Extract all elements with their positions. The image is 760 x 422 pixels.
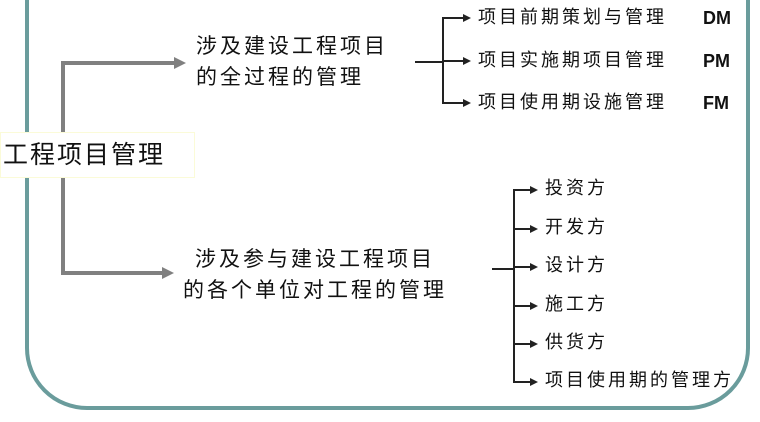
branch2-tick-2	[513, 228, 531, 230]
branch1-tick-2	[442, 60, 464, 62]
branch2-label-line2: 的各个单位对工程的管理	[183, 278, 447, 302]
arrow-icon	[530, 263, 538, 271]
leaf-developer: 开发方	[545, 217, 608, 238]
leaf-pm: 项目实施期项目管理 PM	[478, 50, 730, 72]
rounded-frame	[25, 0, 750, 410]
arrow-icon	[530, 186, 538, 194]
leaf-investor: 投资方	[545, 178, 608, 199]
leaf-supplier: 供货方	[545, 332, 608, 353]
branch2-tick-4	[513, 305, 531, 307]
branch2-tick-1	[513, 189, 531, 191]
arrow-icon	[463, 57, 471, 65]
leaf-designer: 设计方	[545, 255, 608, 276]
branch2-label-line1: 涉及参与建设工程项目	[195, 247, 435, 271]
leaf-fm: 项目使用期设施管理 FM	[478, 92, 729, 114]
branch1-label-line2: 的全过程的管理	[196, 65, 364, 89]
branch2-label: 涉及参与建设工程项目 的各个单位对工程的管理	[183, 244, 447, 306]
leaf-contractor: 施工方	[545, 294, 608, 315]
branch1-tick-3	[442, 102, 464, 104]
branch2-bracket-spine	[513, 189, 515, 382]
leaf-code: PM	[703, 51, 730, 71]
branch2-tick-5	[513, 343, 531, 345]
arrow-icon	[463, 99, 471, 107]
branch1-label-line1: 涉及建设工程项目	[196, 34, 388, 58]
branch1-tick-1	[442, 17, 464, 19]
arrow-icon	[530, 378, 538, 386]
branch2-tick-3	[513, 266, 531, 268]
branch2-connector	[61, 271, 163, 275]
arrow-icon	[530, 225, 538, 233]
arrow-icon	[530, 340, 538, 348]
branch1-arrow-icon	[174, 57, 186, 69]
leaf-code: DM	[703, 8, 731, 28]
branch1-connector	[61, 61, 175, 65]
arrow-icon	[463, 14, 471, 22]
leaf-dm: 项目前期策划与管理 DM	[478, 7, 731, 29]
branch1-bracket-stem	[415, 61, 443, 63]
branch1-label: 涉及建设工程项目 的全过程的管理	[196, 31, 388, 93]
leaf-label: 项目使用期设施管理	[478, 92, 667, 113]
leaf-label: 项目前期策划与管理	[478, 7, 667, 28]
branch2-bracket-stem	[492, 268, 514, 270]
branch2-arrow-icon	[162, 267, 174, 279]
leaf-label: 项目实施期项目管理	[478, 50, 667, 71]
arrow-icon	[530, 302, 538, 310]
leaf-operator: 项目使用期的管理方	[545, 370, 734, 391]
root-node: 工程项目管理	[0, 132, 195, 178]
leaf-code: FM	[703, 93, 729, 113]
branch2-tick-6	[513, 381, 531, 383]
